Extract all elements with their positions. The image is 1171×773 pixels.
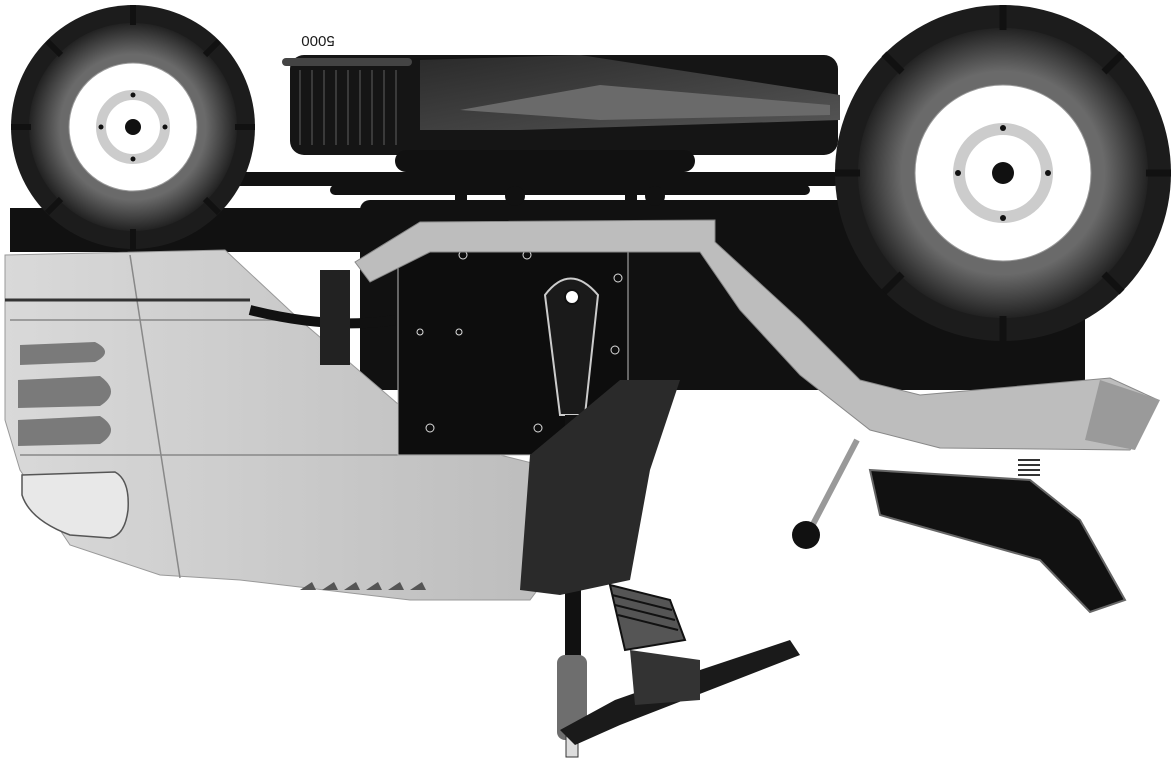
side-bracket (320, 270, 350, 365)
control-lever (792, 438, 860, 549)
spring (1018, 459, 1040, 476)
hood-vents (18, 342, 111, 446)
seat (282, 55, 840, 206)
model-label: 5000 (301, 32, 334, 49)
foot-platform (560, 640, 800, 745)
cushion (520, 380, 680, 595)
svg-text:5000: 5000 (301, 32, 334, 49)
seat-back-ribs (299, 70, 397, 145)
front-tire (835, 5, 1171, 341)
rear-tire (11, 5, 255, 249)
hood-slots (300, 582, 426, 590)
fender (354, 219, 1160, 451)
bellows (608, 583, 687, 652)
footrest (868, 459, 1127, 614)
hood (4, 249, 561, 601)
